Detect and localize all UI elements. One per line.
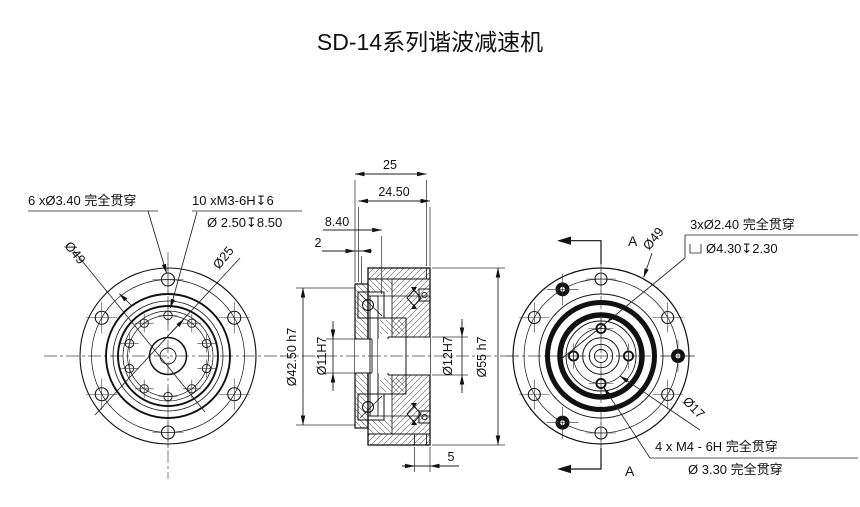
callout-m4-holes-line2: Ø 3.30 完全贯穿 [688,462,783,477]
dim-dia-bore-right: Ø12H7 [441,336,455,376]
section-arrow-icon [557,236,571,245]
counterbore-hole [546,406,579,439]
m4-hole [588,315,614,342]
black-ring-inner [557,312,645,400]
callout-inner-holes-line2: Ø 2.50↧8.50 [207,215,282,230]
outer-bolt-holes [519,264,683,448]
callout-small-holes-line1: 3xØ2.40 完全贯穿 [690,217,795,232]
bearing-top [357,291,385,319]
section-label-top: A [628,233,638,249]
bolt-hole [519,379,550,410]
callout-m4-holes: 4 x M4 - 6H 完全贯穿 Ø 3.30 完全贯穿 [603,387,858,477]
dia-49-leader: Ø49 [640,224,667,278]
dim-step: 2 [315,236,322,250]
bolt-hole [586,418,616,448]
section-label-bottom: A [625,463,635,479]
m3-hole [182,314,202,333]
callout-outer-holes: 6 xØ3.40 完全贯穿 [28,193,167,274]
black-ring-outer [545,300,657,412]
m3-hole [120,359,139,378]
m4-hole [615,343,642,369]
bolt-hole [86,302,118,334]
section-view: 25 24.50 8.40 2 5 Ø42.50 h7 Ø11H7 Ø12H7 [280,158,522,472]
bolt-hole [86,378,118,410]
dia-49-label: Ø49 [640,224,667,253]
dia-17-label: Ø17 [680,394,708,422]
callout-inner-holes: 10 xM3-6H↧6 Ø 2.50↧8.50 [170,193,302,309]
callout-small-holes: 3xØ2.40 完全贯穿 Ø4.30↧2.30 [559,217,858,361]
bolt-hole [652,379,683,410]
m3-hole [158,306,178,325]
dia-49-label: Ø49 [62,238,89,267]
m3-hole [197,334,216,353]
bolt-hole [586,264,616,294]
dim-inner-width: 24.50 [378,185,409,199]
inner-tapped-holes [120,306,216,406]
callout-m4-holes-line1: 4 x M4 - 6H 完全贯穿 [655,439,778,454]
dia-25-label: Ø25 [210,243,237,272]
counterbore-hole [662,340,694,372]
dim-dia-body: Ø42.50 h7 [285,328,299,386]
dim-output-depth: 5 [448,450,455,464]
bolt-hole [652,302,683,333]
dia-49-leader: Ø49 [62,238,206,413]
dim-offset: 8.40 [325,215,349,229]
bolt-hole [218,378,250,410]
m3-hole [197,359,216,378]
dim-dia-bore-left: Ø11H7 [315,337,329,376]
m3-hole [134,379,154,398]
callout-inner-holes-line1: 10 xM3-6H↧6 [192,193,274,208]
extension-lines [296,180,505,472]
right-view: A A Ø49 3xØ2.40 完全贯穿 Ø4.30↧2.30 Ø17 4 x … [506,217,858,479]
dimensions: 25 24.50 8.40 2 5 Ø42.50 h7 Ø11H7 Ø12H7 [285,158,501,469]
callout-outer-holes-label: 6 xØ3.40 完全贯穿 [28,193,136,208]
bolt-hole [152,417,184,448]
counterbore-holes [546,273,694,439]
left-view: 6 xØ3.40 完全贯穿 10 xM3-6H↧6 Ø 2.50↧8.50 Ø4… [28,193,302,479]
dim-total-width: 25 [383,158,397,172]
counterbore-hole [546,273,579,306]
m3-hole [158,387,178,406]
callout-small-holes-line2: Ø4.30↧2.30 [706,241,778,256]
m3-hole [134,314,154,333]
bolt-hole [218,302,250,334]
outer-bolt-holes [86,264,250,448]
bearing-bottom [357,393,385,421]
dim-dia-flange: Ø55 h7 [475,336,489,377]
section-arrow-icon [557,464,571,474]
m4-hole [588,370,614,397]
drawing-title: SD-14系列谐波减速机 [317,29,543,55]
m4-tapped-holes [560,315,642,397]
section-arrow-top: A [557,233,638,264]
counterbore-icon [689,244,702,254]
m3-hole [120,334,139,353]
section-arrow-bottom: A [557,448,635,479]
bolt-hole [519,302,550,333]
